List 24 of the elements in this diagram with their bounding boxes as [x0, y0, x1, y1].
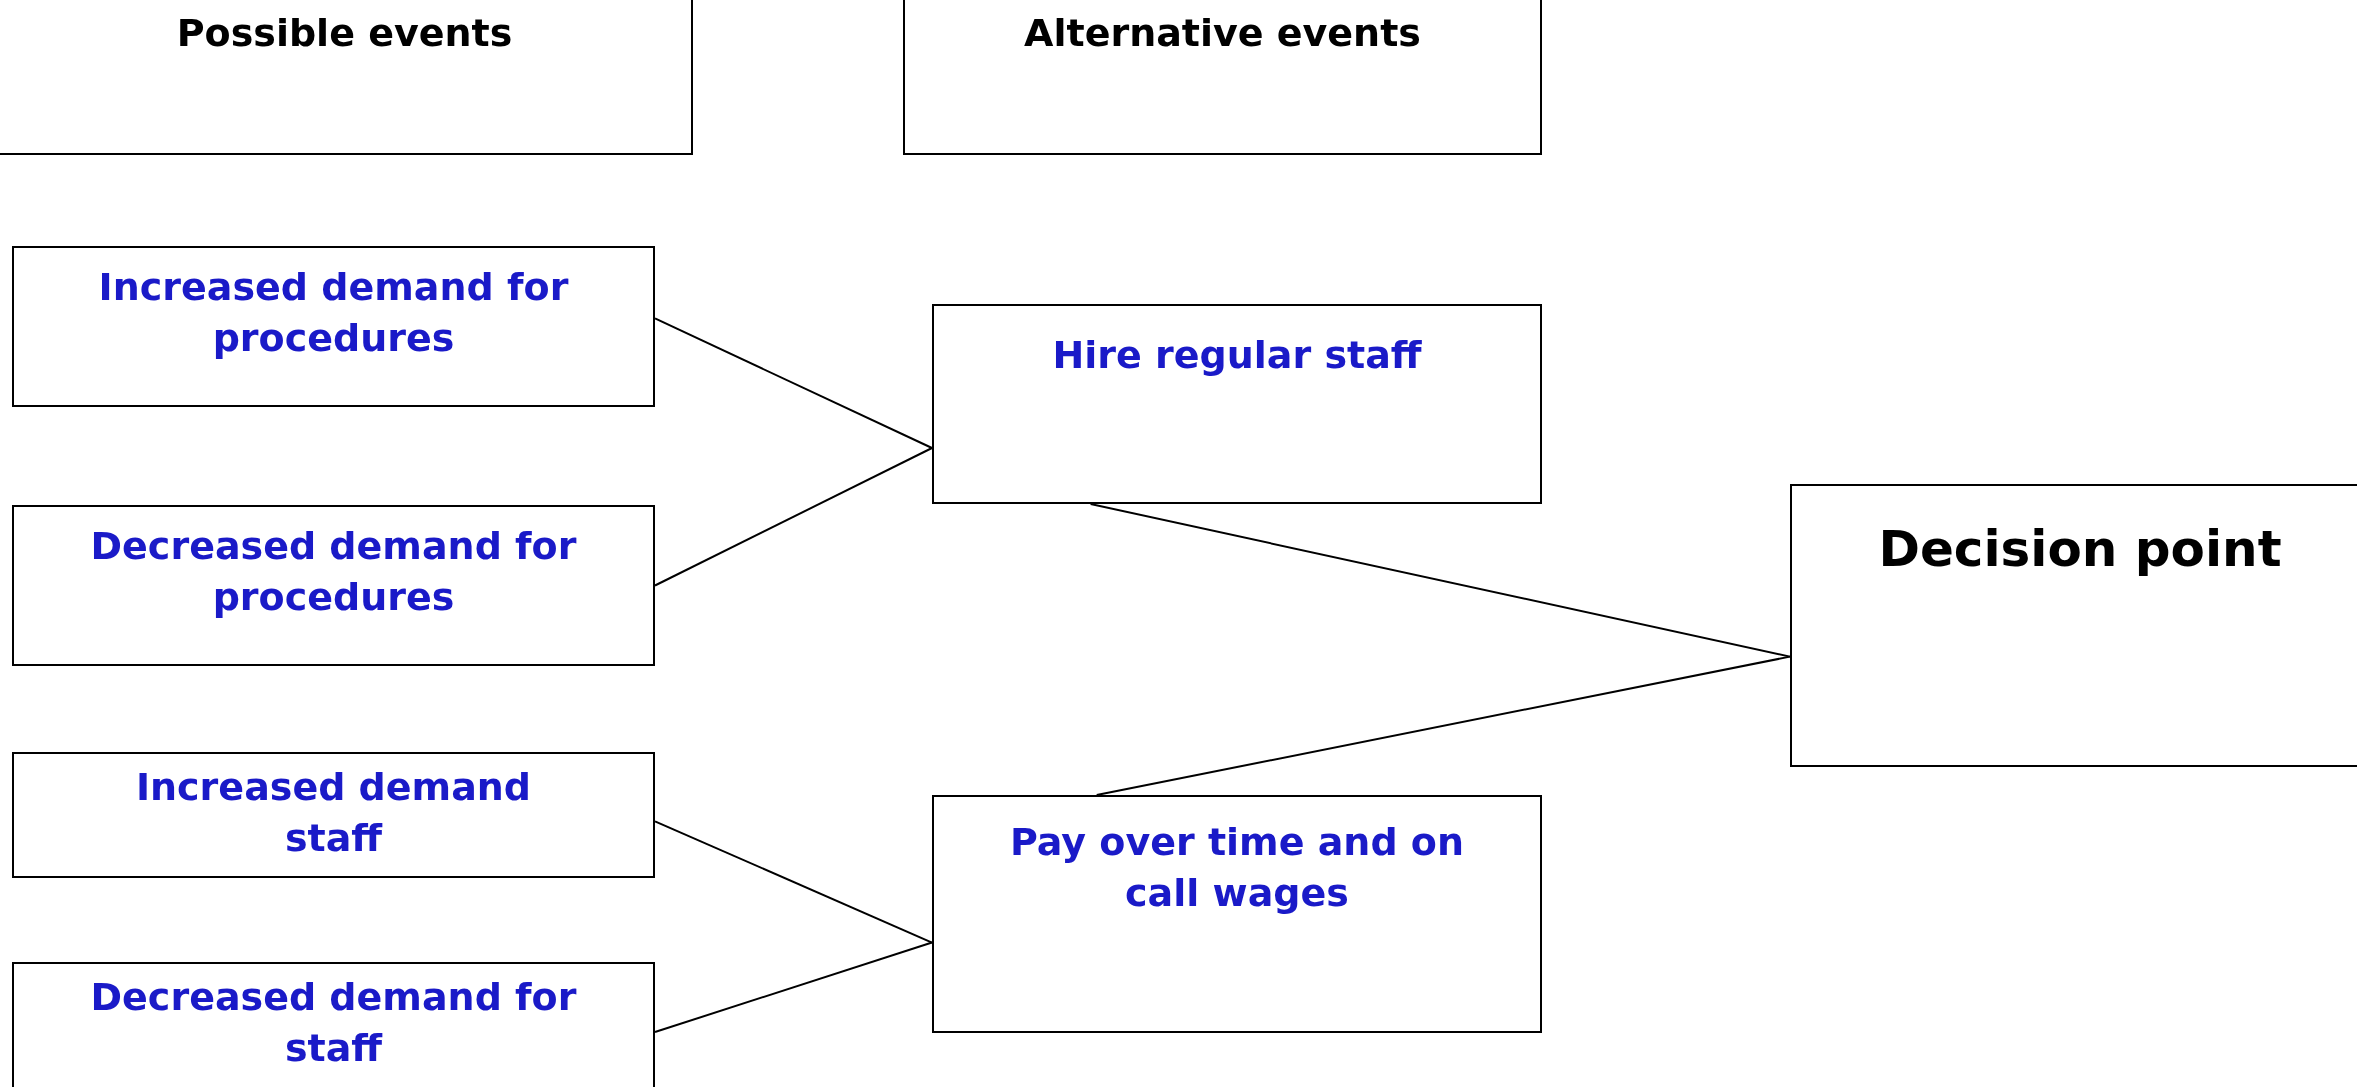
- event-box: [12, 962, 655, 1087]
- event-box: [932, 304, 1542, 504]
- connector-line: [1095, 655, 1791, 796]
- event-box: [12, 246, 655, 407]
- event-text: Hire regular staff: [1051, 332, 1423, 379]
- decision-text: Decision point: [1877, 519, 2283, 580]
- connector-line: [654, 941, 933, 1033]
- connector-line: [654, 447, 933, 587]
- connector-line: [654, 820, 933, 944]
- header-box: [903, 0, 1542, 155]
- event-text: Increased demand for procedures: [97, 264, 570, 363]
- header-box: [0, 0, 693, 155]
- header-text: Possible events: [175, 10, 514, 57]
- event-text: Decreased demand for staff: [89, 974, 578, 1073]
- header-text: Alternative events: [1023, 10, 1422, 57]
- event-box: [12, 505, 655, 666]
- decision-box: [1790, 484, 2357, 767]
- event-box: [12, 752, 655, 878]
- connector-line: [654, 317, 933, 449]
- event-box: [932, 795, 1542, 1033]
- event-text: Pay over time and on call wages: [1009, 819, 1465, 918]
- event-text: Increased demand staff: [134, 764, 533, 863]
- event-text: Decreased demand for procedures: [89, 523, 578, 622]
- connector-line: [1089, 503, 1791, 658]
